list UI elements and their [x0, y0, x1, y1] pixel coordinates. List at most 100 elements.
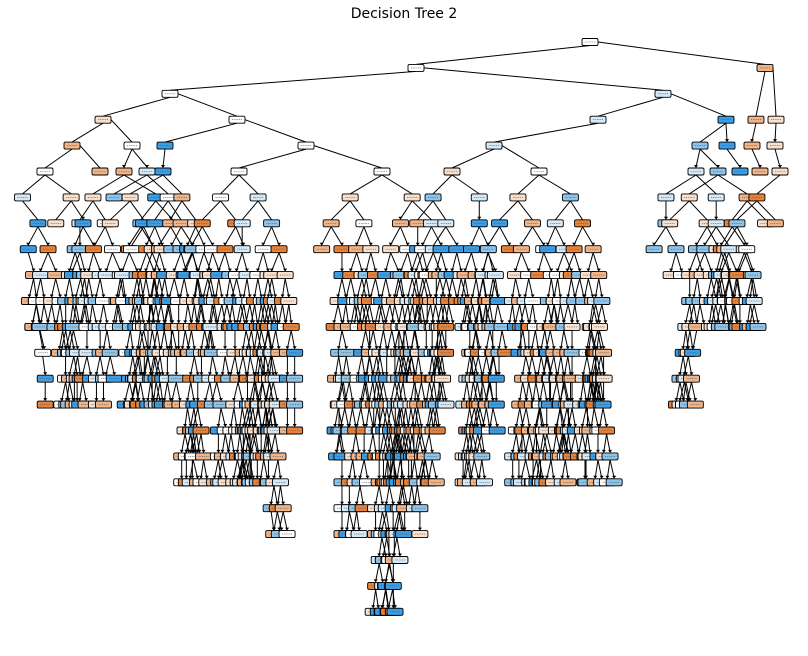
tree-edge	[334, 408, 339, 427]
tree-edge	[164, 304, 169, 323]
tree-edge-arrowhead	[371, 398, 376, 402]
tree-edge	[410, 408, 415, 427]
tree-edge-arrowhead	[143, 268, 148, 272]
tree-edge-arrowhead	[26, 242, 31, 246]
tree-edge-arrowhead	[377, 372, 382, 376]
tree-edge	[731, 226, 745, 245]
tree-edge	[439, 382, 444, 401]
tree-edge	[166, 382, 172, 401]
tree-node	[228, 115, 246, 124]
tree-edge-arrowhead	[204, 475, 209, 479]
tree-edge-arrowhead	[240, 242, 245, 246]
tree-edge	[105, 252, 113, 271]
tree-edge-arrowhead	[263, 449, 268, 453]
tree-edge-arrowhead	[690, 320, 695, 324]
tree-edge-arrowhead	[482, 475, 487, 479]
tree-edge	[278, 304, 283, 323]
tree-edge	[753, 304, 759, 323]
tree-edge-arrowhead	[710, 294, 715, 298]
tree-edge-arrowhead	[488, 372, 493, 376]
tree-edge	[715, 304, 720, 323]
tree-edge	[366, 356, 371, 375]
tree-edge-arrowhead	[162, 398, 167, 402]
tree-edge	[40, 304, 45, 323]
tree-edge-arrowhead	[346, 320, 351, 324]
tree-edge-arrowhead	[691, 346, 696, 350]
tree-edge-arrowhead	[340, 320, 345, 324]
tree-edge-arrowhead	[744, 242, 749, 246]
tree-edge	[69, 356, 75, 375]
tree-edge	[151, 304, 155, 323]
tree-edge-arrowhead	[582, 294, 587, 298]
tree-edge	[197, 252, 205, 271]
tree-edge-arrowhead	[373, 320, 378, 324]
tree-edge-arrowhead	[144, 242, 149, 246]
tree-edge-arrowhead	[595, 320, 600, 324]
tree-node	[138, 167, 156, 176]
tree-edge	[255, 433, 259, 452]
tree-edge-arrowhead	[492, 320, 497, 324]
tree-edge-arrowhead	[179, 475, 184, 479]
tree-edge	[245, 407, 251, 427]
tree-edge	[397, 278, 403, 297]
tree-edge-arrowhead	[392, 475, 397, 479]
tree-edge	[82, 356, 88, 375]
tree-edge	[756, 174, 781, 195]
tree-node	[202, 322, 220, 331]
tree-edge	[391, 330, 396, 349]
tree-edge	[587, 252, 594, 271]
tree-edge	[263, 459, 268, 478]
tree-edge	[151, 252, 160, 271]
tree-edge	[32, 304, 37, 323]
tree-edge	[520, 304, 526, 323]
tree-edge-arrowhead	[406, 346, 411, 350]
tree-edge-arrowhead	[677, 372, 682, 376]
tree-edge-arrowhead	[214, 372, 219, 376]
tree-node	[590, 271, 608, 280]
tree-edge	[687, 356, 692, 375]
tree-node	[386, 607, 404, 616]
tree-edge	[131, 148, 148, 168]
tree-edge-arrowhead	[748, 294, 753, 298]
tree-edge	[65, 382, 70, 401]
tree-edge	[104, 226, 113, 245]
tree-edge-arrowhead	[742, 242, 747, 246]
tree-edge-arrowhead	[357, 449, 362, 453]
tree-edge	[438, 330, 443, 349]
tree-edge-arrowhead	[235, 320, 240, 324]
tree-node	[661, 219, 679, 228]
tree-edge-arrowhead	[367, 398, 372, 402]
tree-edge	[122, 252, 130, 271]
tree-edge	[679, 382, 685, 401]
tree-edge	[201, 200, 221, 221]
tree-edge	[392, 537, 398, 556]
tree-edge	[699, 122, 727, 143]
tree-edge-arrowhead	[591, 242, 596, 246]
tree-edge-arrowhead	[415, 242, 420, 246]
tree-edge-arrowhead	[472, 449, 477, 453]
tree-edge	[410, 382, 415, 401]
tree-edge	[264, 407, 270, 427]
tree-edge-arrowhead	[283, 268, 288, 272]
tree-edge	[158, 226, 172, 245]
tree-edge	[79, 145, 101, 169]
tree-edge	[224, 356, 230, 375]
tree-edge	[272, 382, 278, 401]
tree-edge-arrowhead	[406, 424, 411, 427]
tree-edge-arrowhead	[101, 372, 106, 376]
tree-edge	[175, 382, 181, 401]
tree-edge-arrowhead	[536, 372, 541, 376]
tree-edge	[524, 304, 530, 323]
tree-edge	[472, 433, 478, 453]
tree-edge	[270, 511, 275, 530]
tree-edge-arrowhead	[523, 346, 528, 350]
tree-edge-arrowhead	[31, 268, 36, 272]
tree-edge-arrowhead	[360, 320, 365, 324]
tree-edge	[407, 278, 413, 297]
tree-node	[437, 400, 455, 409]
tree-edge	[193, 304, 198, 323]
tree-edge-arrowhead	[94, 398, 99, 402]
tree-edge-arrowhead	[450, 268, 455, 272]
tree-edge	[597, 96, 664, 117]
tree-node	[14, 193, 31, 202]
